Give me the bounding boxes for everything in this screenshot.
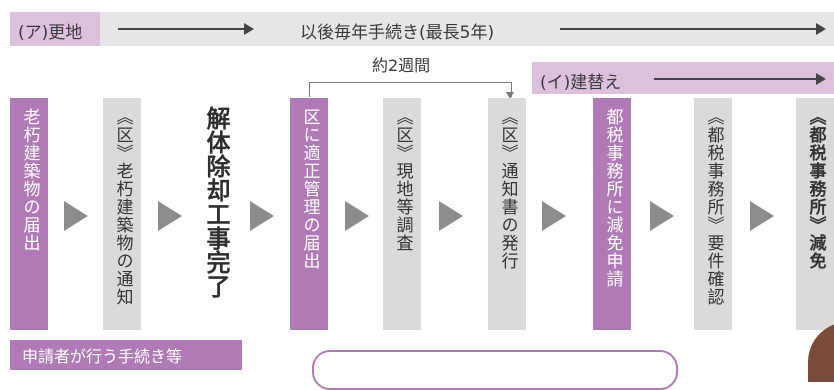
banner-arrow-2	[560, 28, 818, 30]
step-label: 解体除却工事完了	[202, 106, 230, 298]
applicant-legend: 申請者が行う手続き等	[10, 340, 242, 370]
flow-arrow-3	[250, 201, 274, 231]
vacant-land-label: (ア)更地	[18, 23, 83, 43]
step-label: 老朽建築物の届出	[19, 108, 40, 252]
banner-arrow-1	[118, 28, 246, 30]
step-old-building-report: 老朽建築物の届出	[10, 98, 48, 330]
step-requirements-check: 《都税事務所》要件確認	[694, 98, 732, 330]
illustration-fragment	[808, 322, 834, 382]
step-label: 《区》通知書の発行	[497, 108, 518, 270]
interval-bracket-arrow	[506, 92, 514, 99]
step-site-survey: 《区》現地等調査	[383, 98, 421, 330]
flow-arrow-7	[650, 201, 674, 231]
interval-label: 約2週間	[372, 56, 431, 75]
flow-arrow-2	[158, 201, 182, 231]
step-proper-management-report: 区に適正管理の届出	[290, 98, 328, 330]
interval-bracket	[309, 82, 512, 97]
banner-arrow-1-head	[244, 23, 254, 35]
rebuild-arrow-head	[816, 73, 826, 85]
step-label: 都税事務所に減免申請	[602, 108, 623, 288]
flow-arrow-6	[542, 201, 566, 231]
rebuild-arrow	[654, 78, 818, 80]
step-label: 《区》現地等調査	[392, 108, 413, 252]
rebuild-label: (イ)建替え	[540, 73, 622, 93]
step-tax-reduction-application: 都税事務所に減免申請	[593, 98, 631, 330]
banner-arrow-2-head	[816, 23, 826, 35]
annual-procedure-label: 以後毎年手続き(最長5年)	[300, 23, 495, 43]
bottom-frame	[312, 350, 678, 390]
flow-arrow-4	[345, 201, 369, 231]
step-tax-reduction: 《都税事務所》減免	[796, 98, 834, 330]
step-label: 《都税事務所》減免	[805, 108, 826, 270]
applicant-legend-label: 申請者が行う手続き等	[22, 347, 183, 366]
step-demolition-complete: 解体除却工事完了	[195, 98, 237, 330]
flow-arrow-1	[64, 201, 88, 231]
flow-arrow-5	[439, 201, 463, 231]
step-ward-notice: 《区》老朽建築物の通知	[103, 98, 141, 330]
flow-arrow-8	[750, 201, 774, 231]
step-label: 区に適正管理の届出	[299, 108, 320, 270]
step-notice-issued: 《区》通知書の発行	[488, 98, 526, 330]
step-label: 《区》老朽建築物の通知	[112, 108, 133, 306]
step-label: 《都税事務所》要件確認	[703, 108, 724, 306]
